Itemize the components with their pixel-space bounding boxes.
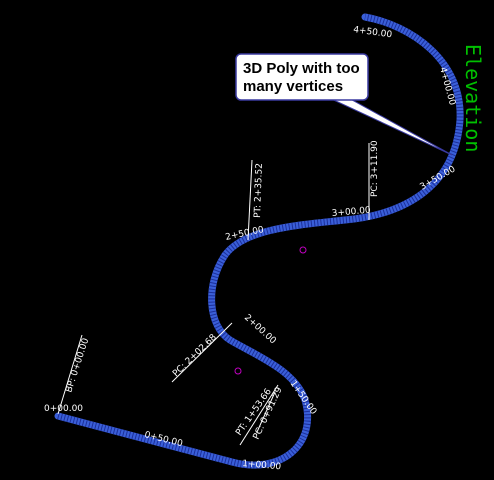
callout-balloon[interactable] xyxy=(235,53,453,156)
station-label: 0+00.00 xyxy=(44,404,83,414)
station-label: 3+00.00 xyxy=(331,206,371,219)
annotation-leaders xyxy=(57,143,370,446)
center-point-marker[interactable] xyxy=(299,246,307,254)
callout-pointer xyxy=(324,95,453,156)
callout-text: 3D Poly with too many vertices xyxy=(243,60,360,95)
callout-box xyxy=(235,53,369,101)
annotation-label: PC: 2+02.68 xyxy=(171,332,219,379)
station-label: 2+00.00 xyxy=(242,313,278,347)
station-label: 1+00.00 xyxy=(242,459,282,472)
station-label: 4+50.00 xyxy=(353,25,393,40)
annotation-label: PT: 2+35.52 xyxy=(253,163,265,218)
annotation-label: BP: 0+00.00 xyxy=(64,337,91,394)
station-label: 1+50.00 xyxy=(288,379,319,417)
annotation-label: PC: 3+11.90 xyxy=(370,140,380,197)
alignment-vertex-ticks xyxy=(57,13,464,469)
elevation-label: Elevation xyxy=(461,44,485,152)
station-label: 3+50.00 xyxy=(419,164,458,192)
center-point-marker[interactable] xyxy=(234,367,242,375)
